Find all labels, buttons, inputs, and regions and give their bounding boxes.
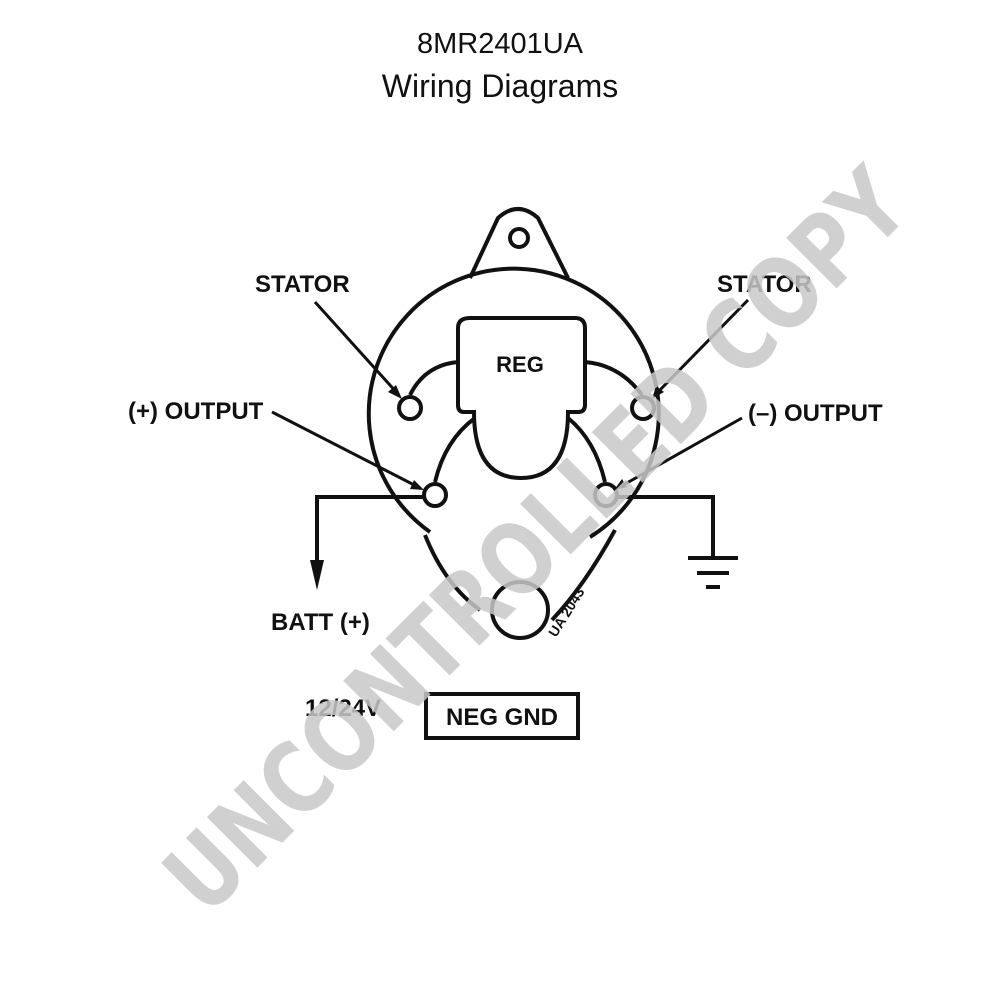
voltage-label: 12/24V [305, 695, 381, 722]
pulley-boss [490, 580, 550, 640]
ground-lead [617, 495, 715, 557]
mounting-foot-right [550, 529, 617, 622]
stator-right-pointer [652, 298, 750, 399]
neg-output-pointer [614, 416, 743, 490]
mounting-ear [468, 207, 570, 279]
pos-output-pointer [271, 410, 424, 490]
alternator-housing [366, 266, 661, 539]
mounting-hole [508, 227, 530, 249]
stator-right-label: STATOR [717, 271, 812, 298]
battery-label: BATT (+) [271, 609, 370, 636]
neg-output-label: (–) OUTPUT [748, 400, 883, 427]
stator-left-pointer [313, 300, 402, 399]
stator-left-wire [408, 360, 459, 396]
stator-right-terminal [630, 395, 656, 421]
ground-box [424, 692, 580, 740]
ground-symbol [688, 556, 738, 589]
regulator-body [456, 316, 587, 481]
stator-right-wire [584, 360, 644, 397]
uncontrolled-copy-watermark: UNCONTROLLED COPY [143, 147, 931, 935]
battery-lead [315, 495, 424, 562]
stator-left-label: STATOR [255, 271, 350, 298]
regulator-label: REG [496, 352, 544, 377]
mounting-foot-left [423, 534, 482, 612]
pos-output-label: (+) OUTPUT [128, 398, 264, 425]
neg-output-wire [566, 416, 607, 483]
diagram-subtitle: Wiring Diagrams [381, 68, 619, 104]
stator-left-terminal [397, 395, 423, 421]
ground-label: NEG GND [446, 704, 558, 731]
pos-output-terminal [422, 482, 448, 508]
part-number-title: 8MR2401UA [416, 28, 584, 60]
pos-output-wire [433, 416, 477, 483]
battery-arrow [310, 560, 324, 590]
